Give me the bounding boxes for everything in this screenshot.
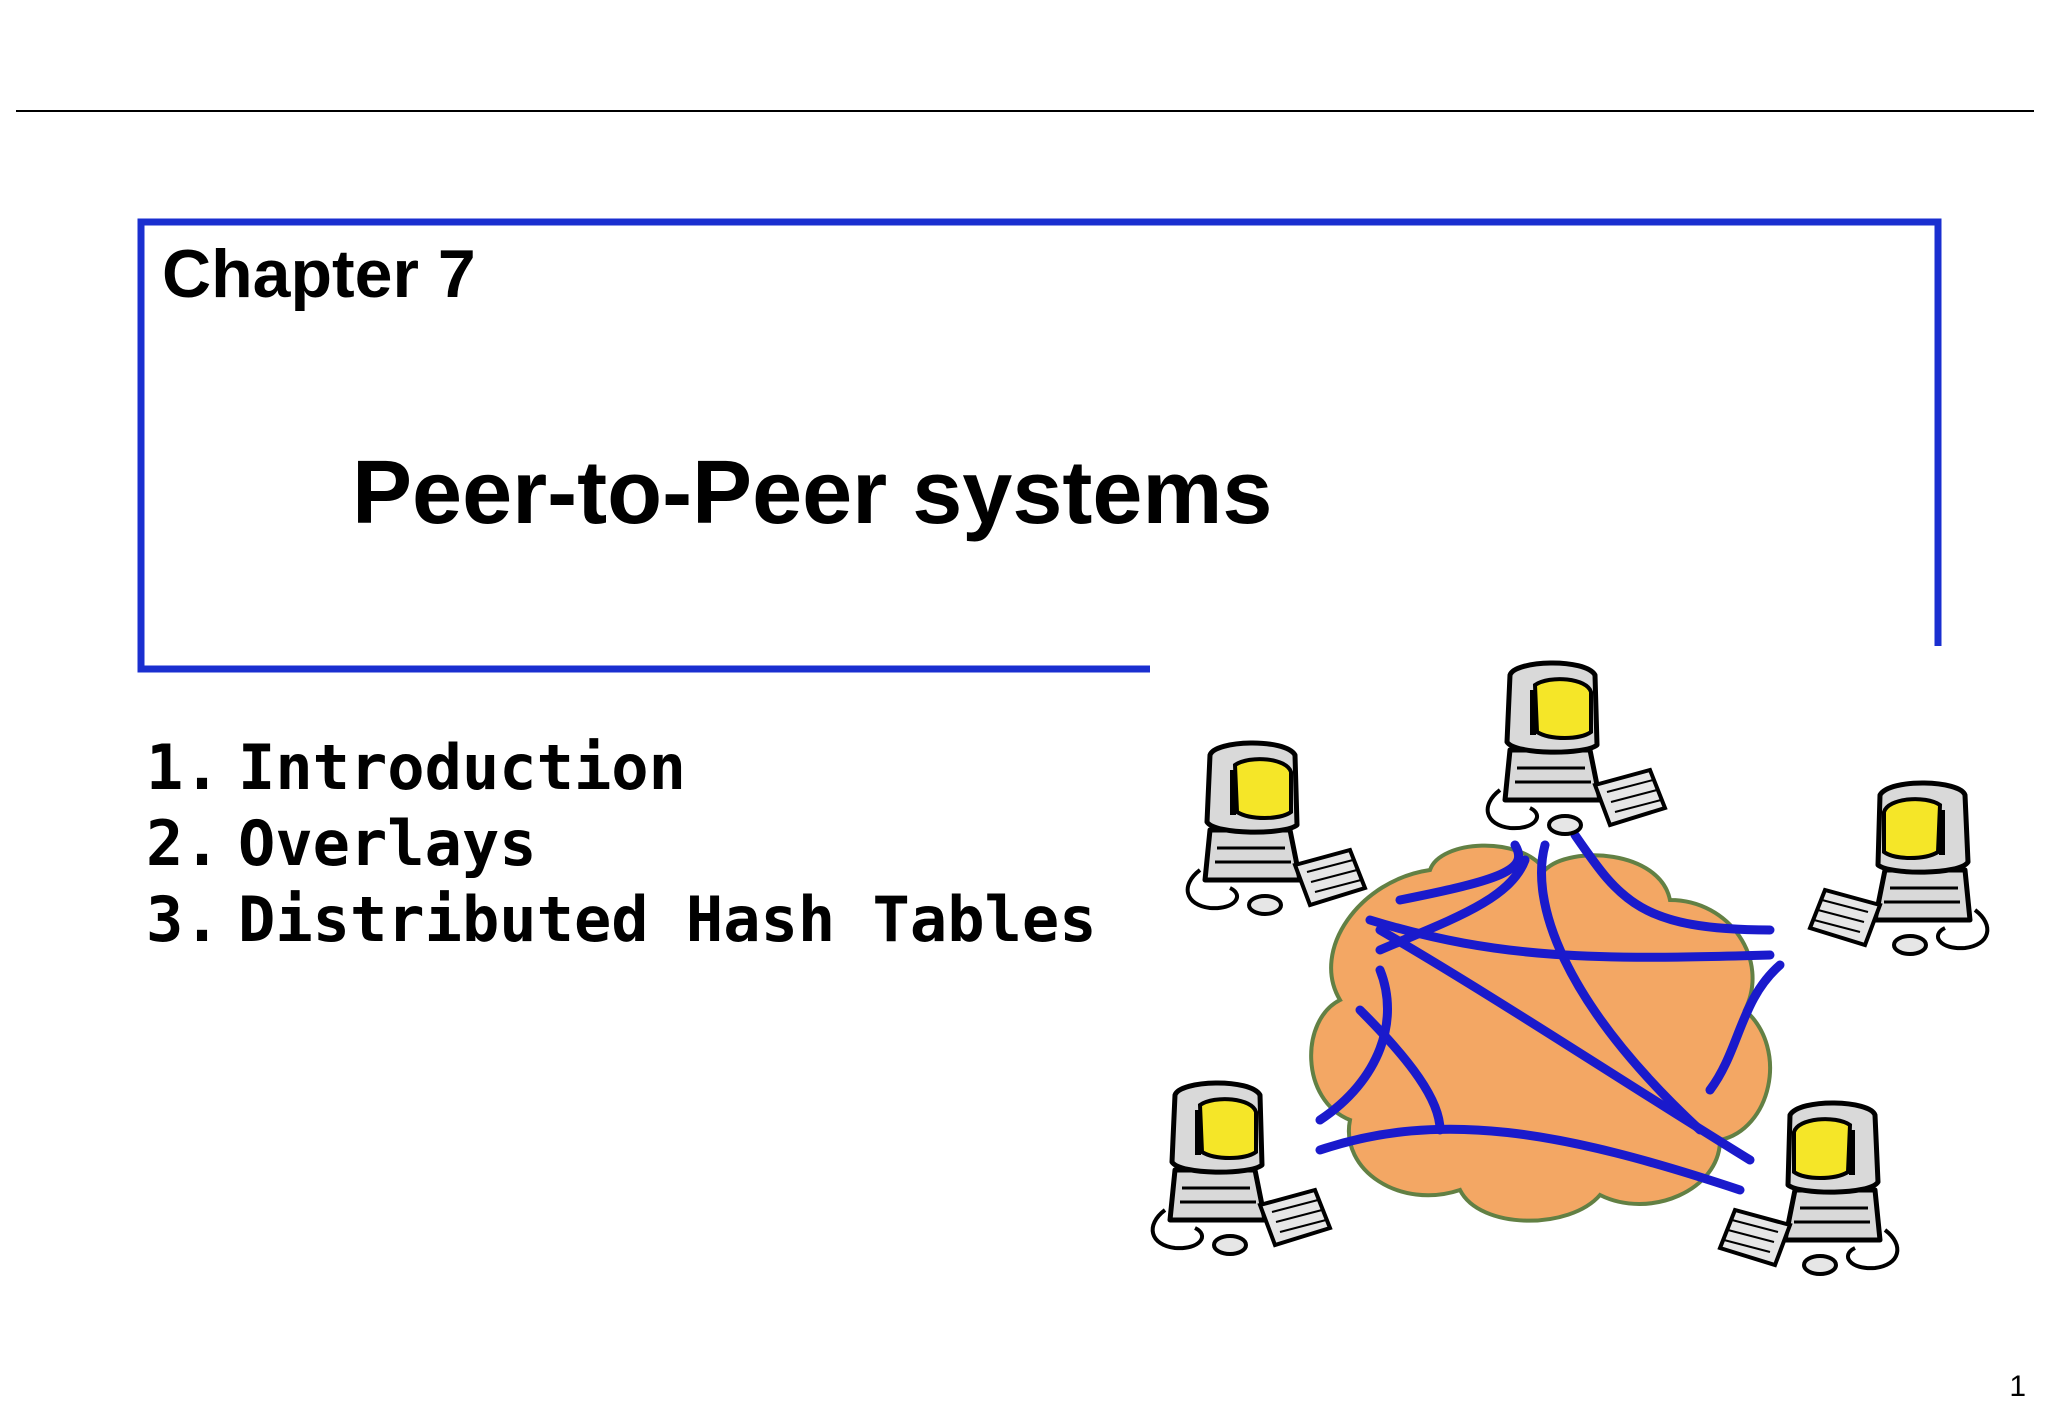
top-divider-line: [16, 110, 2034, 112]
outline-item-number: 3.: [146, 883, 221, 956]
outline-item-distributed-hash-tables: 3.Distributed Hash Tables: [146, 882, 1097, 958]
overlay-links: [1315, 830, 1785, 1195]
outline-item-number: 1.: [146, 731, 221, 804]
outline-list: 1.Introduction 2.Overlays 3.Distributed …: [146, 730, 1097, 958]
computer-icon: [1153, 1083, 1330, 1254]
page-number: 1: [2009, 1370, 2026, 1403]
chapter-label: Chapter 7: [162, 236, 476, 312]
outline-item-number: 2.: [146, 807, 221, 880]
outline-item-overlays: 2.Overlays: [146, 806, 1097, 882]
computer-icon: [1810, 783, 1987, 954]
slide-title: Peer-to-Peer systems: [352, 443, 1273, 543]
outline-item-text: Overlays: [238, 807, 537, 880]
computer-icon: [1488, 663, 1665, 834]
computer-icon: [1188, 743, 1365, 914]
peer-to-peer-network-illustration: [1140, 640, 2000, 1320]
outline-item-text: Distributed Hash Tables: [238, 883, 1097, 956]
outline-item-introduction: 1.Introduction: [146, 730, 1097, 806]
outline-item-text: Introduction: [238, 731, 686, 804]
